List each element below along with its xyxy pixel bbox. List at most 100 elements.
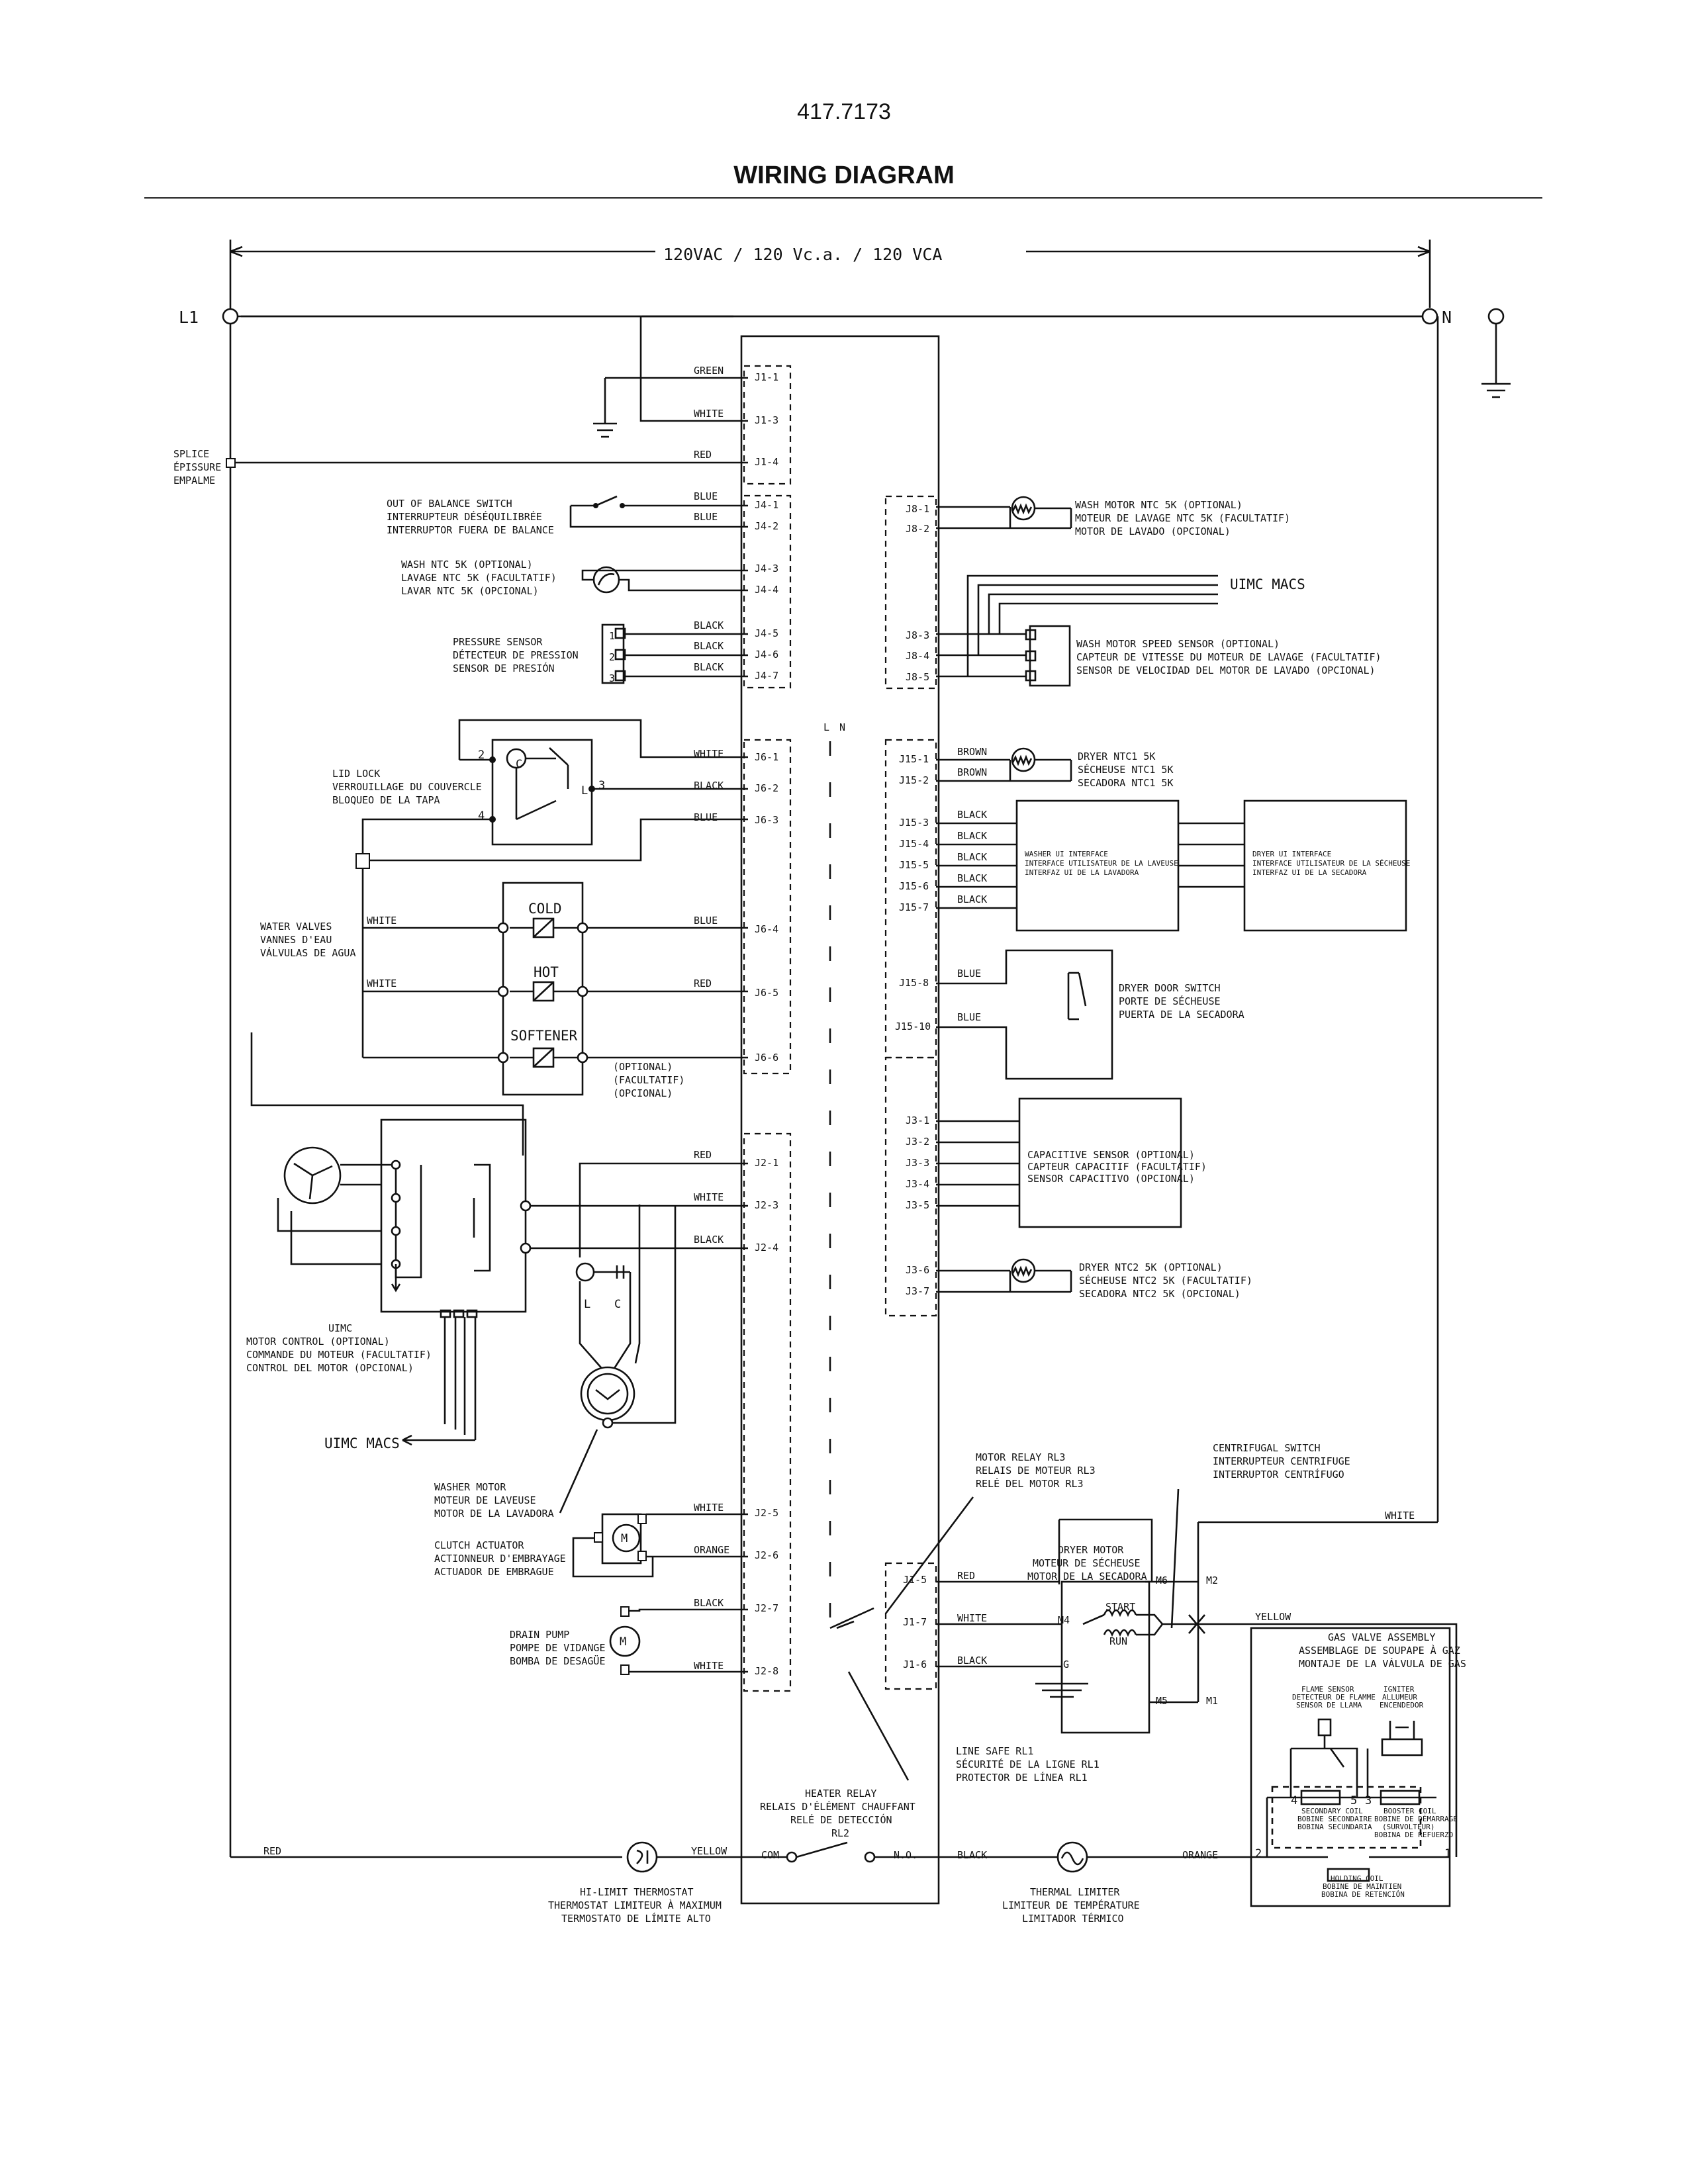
diagram-label: J4-1 — [755, 499, 778, 511]
connector-j3 — [884, 1056, 937, 1317]
diagram-label: CONTROL DEL MOTOR (OPCIONAL) — [246, 1362, 414, 1374]
diagram-label: BLACK — [957, 872, 987, 884]
diagram-label: J3-2 — [906, 1136, 929, 1148]
diagram-label: COM — [761, 1849, 779, 1861]
diagram-label: J3-6 — [906, 1264, 929, 1276]
diagram-label: DETECTEUR DE FLAMME — [1292, 1693, 1376, 1702]
diagram-label: WASHER UI INTERFACE — [1025, 850, 1108, 858]
diagram-label: CAPTEUR CAPACITIF (FACULTATIF) — [1027, 1161, 1207, 1173]
diagram-label: UIMC MACS — [1230, 576, 1305, 592]
diagram-label: MOTOR RELAY RL3 — [976, 1451, 1065, 1463]
diagram-label: SÉCURITÉ DE LA LIGNE RL1 — [956, 1758, 1100, 1770]
diagram-label: L — [584, 1298, 590, 1311]
diagram-label: BROWN — [957, 746, 987, 758]
diagram-label: BLACK — [957, 893, 987, 905]
diagram-label: WASHER MOTOR — [434, 1481, 506, 1493]
diagram-label: WHITE — [694, 1191, 724, 1203]
diagram-label: LAVAR NTC 5K (OPCIONAL) — [401, 585, 539, 597]
diagram-label: MOTOR DE LA SECADORA — [1027, 1570, 1147, 1582]
diagram-label: J3-7 — [906, 1285, 929, 1297]
washer-motor — [559, 1205, 677, 1514]
diagram-label: WASH NTC 5K (OPTIONAL) — [401, 559, 533, 570]
diagram-label: RELÉ DEL MOTOR RL3 — [976, 1477, 1084, 1490]
diagram-label: BOBINA DE REFUERZO — [1374, 1831, 1453, 1839]
heater-circuit — [626, 1841, 1267, 1873]
connector-j8 — [884, 495, 937, 690]
diagram-label: J2-7 — [755, 1602, 778, 1614]
clutch-actuator: M — [572, 1513, 748, 1578]
diagram-label: LID LOCK — [332, 768, 380, 780]
diagram-label: VÁLVULAS DE AGUA — [260, 946, 356, 959]
diagram-label: 2 — [478, 749, 485, 762]
diagram-label: HOLDING COIL — [1331, 1874, 1383, 1883]
diagram-label: BLACK — [957, 830, 987, 842]
diagram-label: J1-7 — [903, 1616, 927, 1628]
diagram-label: WASH MOTOR SPEED SENSOR (OPTIONAL) — [1076, 638, 1280, 650]
diagram-label: UIMC — [328, 1322, 352, 1334]
diagram-label: HI-LIMIT THERMOSTAT — [580, 1886, 694, 1898]
diagram-label: DÉTECTEUR DE PRESSION — [453, 649, 579, 661]
diagram-label: INTERFACE UTILISATEUR DE LA SÉCHEUSE — [1252, 859, 1410, 868]
diagram-label: J2-4 — [755, 1242, 778, 1253]
diagram-label: COLD — [528, 901, 562, 917]
diagram-label: DRYER MOTOR — [1058, 1544, 1124, 1556]
diagram-label: RED — [694, 449, 712, 461]
ground-terminal — [1487, 308, 1505, 325]
diagram-label: LAVAGE NTC 5K (FACULTATIF) — [401, 572, 557, 584]
diagram-label: SECONDARY COIL — [1301, 1807, 1363, 1815]
diagram-label: WHITE — [367, 978, 397, 989]
title-rule — [144, 197, 1542, 199]
diagram-label: (OPTIONAL) — [613, 1061, 673, 1073]
svg-text:M: M — [621, 1532, 628, 1545]
diagram-label: 3 — [609, 672, 615, 684]
diagram-label: 2 — [1255, 1847, 1262, 1860]
diagram-label: J3-4 — [906, 1178, 929, 1190]
diagram-label: PUERTA DE LA SECADORA — [1119, 1009, 1244, 1021]
diagram-label: INTERFAZ UI DE LA LAVADORA — [1025, 868, 1139, 877]
diagram-label: EMPALME — [173, 475, 215, 486]
diagram-label: J6-2 — [755, 782, 778, 794]
diagram-label: J15-10 — [895, 1021, 931, 1032]
uimc-motor-control — [250, 1032, 748, 1446]
diagram-label: WHITE — [694, 1660, 724, 1672]
diagram-label: RELAIS DE MOTEUR RL3 — [976, 1465, 1096, 1477]
diagram-label: J4-4 — [755, 584, 778, 596]
diagram-label: FLAME SENSOR — [1301, 1685, 1354, 1694]
diagram-label: J1-6 — [903, 1659, 927, 1670]
diagram-label: SENSOR CAPACITIVO (OPCIONAL) — [1027, 1173, 1195, 1185]
diagram-label: BLUE — [957, 1011, 981, 1023]
diagram-label: WHITE — [367, 915, 397, 927]
water-valves — [361, 868, 748, 1096]
connector-j2 — [743, 1132, 792, 1692]
gas-valve-assembly — [1250, 1627, 1451, 1907]
diagram-label: DRYER DOOR SWITCH — [1119, 982, 1221, 994]
diagram-label: BLUE — [694, 915, 718, 927]
diagram-label: 5 — [1350, 1794, 1357, 1807]
diagram-label: CAPTEUR DE VITESSE DU MOTEUR DE LAVAGE (… — [1076, 651, 1382, 663]
diagram-label: DRAIN PUMP — [510, 1629, 569, 1641]
diagram-label: LINE SAFE RL1 — [956, 1745, 1033, 1757]
page-title: WIRING DIAGRAM — [733, 161, 955, 189]
diagram-label: J1-1 — [755, 371, 778, 383]
diagram-label: DRYER NTC2 5K (OPTIONAL) — [1079, 1261, 1223, 1273]
diagram-label: J8-4 — [906, 650, 929, 662]
diagram-label: HOT — [534, 964, 559, 980]
diagram-label: J8-1 — [906, 503, 929, 515]
diagram-label: M1 — [1206, 1695, 1218, 1707]
diagram-label: MOTOR CONTROL (OPTIONAL) — [246, 1336, 390, 1347]
diagram-label: J15-1 — [899, 753, 929, 765]
diagram-label: BLACK — [694, 619, 724, 631]
diagram-label: J6-3 — [755, 814, 778, 826]
diagram-label: BLUE — [694, 811, 718, 823]
diagram-label: GREEN — [694, 365, 724, 377]
main-control-board — [740, 335, 940, 1905]
diagram-label: BOBINE DE MAINTIEN — [1323, 1882, 1401, 1891]
diagram-label: INTERRUPTEUR CENTRIFUGE — [1213, 1455, 1350, 1467]
diagram-label: 1 — [1444, 1847, 1451, 1860]
diagram-label: SENSOR DE VELOCIDAD DEL MOTOR DE LAVADO … — [1076, 664, 1376, 676]
diagram-label: SÉCHEUSE NTC2 5K (FACULTATIF) — [1079, 1274, 1252, 1287]
diagram-label: BLACK — [694, 661, 724, 673]
diagram-label: YELLOW — [1255, 1611, 1291, 1623]
diagram-label: BLACK — [957, 1655, 987, 1666]
diagram-label: TERMOSTATO DE LÍMITE ALTO — [561, 1912, 711, 1925]
